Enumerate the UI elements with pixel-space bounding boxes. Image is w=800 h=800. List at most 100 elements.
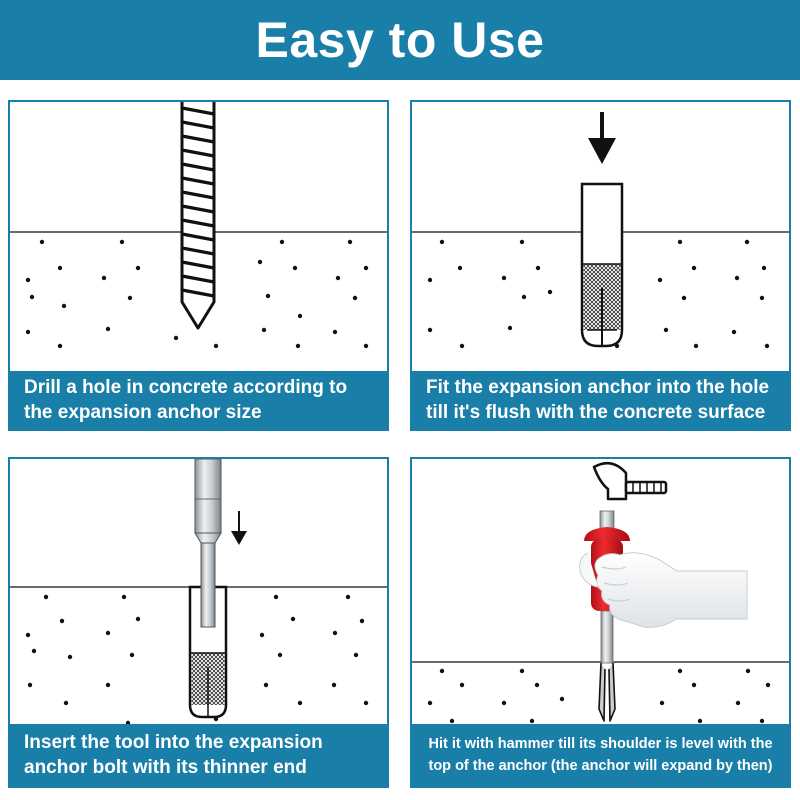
concrete-dot	[265, 293, 271, 299]
concrete-dot	[59, 618, 65, 624]
concrete-dots	[25, 239, 369, 349]
expansion-anchor-icon	[188, 585, 228, 719]
setting-tool-icon	[194, 459, 222, 628]
concrete-dot	[135, 265, 141, 271]
step-2-illustration	[412, 112, 789, 349]
concrete-dot	[681, 295, 687, 301]
step-panel-3: Insert the tool into the expansion ancho…	[8, 457, 389, 788]
step-1-illustration	[10, 102, 387, 349]
concrete-dot	[427, 327, 433, 333]
concrete-dot	[663, 327, 669, 333]
concrete-dot	[61, 303, 67, 309]
concrete-dot	[734, 275, 740, 281]
step-panel-1: Drill a hole in concrete according to th…	[8, 100, 389, 431]
concrete-dot	[261, 327, 267, 333]
concrete-dot	[765, 682, 771, 688]
concrete-dot	[290, 616, 296, 622]
step-4-illustration	[412, 461, 789, 724]
concrete-dot	[657, 277, 663, 283]
concrete-dot	[459, 682, 465, 688]
concrete-dots	[427, 668, 771, 724]
concrete-dot	[691, 682, 697, 688]
concrete-dot	[677, 668, 683, 674]
concrete-dot	[345, 594, 351, 600]
concrete-dot	[335, 275, 341, 281]
concrete-dot	[105, 682, 111, 688]
concrete-dot	[519, 239, 525, 245]
concrete-dot	[67, 654, 73, 660]
concrete-dot	[353, 652, 359, 658]
concrete-dot	[559, 696, 565, 702]
concrete-dot	[332, 630, 338, 636]
concrete-dots	[427, 239, 770, 349]
gloved-hand-icon	[579, 552, 748, 628]
concrete-dot	[691, 265, 697, 271]
concrete-dot	[693, 343, 699, 349]
concrete-dot	[43, 594, 49, 600]
concrete-dot	[331, 682, 337, 688]
hammer-icon	[592, 461, 668, 501]
concrete-dot	[457, 265, 463, 271]
step-2-caption-bar: Fit the expansion anchor into the hole t…	[412, 371, 789, 429]
concrete-dot	[25, 632, 31, 638]
step-3-illustration	[10, 459, 387, 726]
concrete-dot	[39, 239, 45, 245]
concrete-dot	[173, 335, 179, 341]
step-panel-4: Hit it with hammer till its shoulder is …	[410, 457, 791, 788]
concrete-dot	[129, 652, 135, 658]
concrete-dot	[501, 700, 507, 706]
concrete-dot	[659, 700, 665, 706]
step-4-caption: Hit it with hammer till its shoulder is …	[428, 736, 773, 774]
page-title: Easy to Use	[255, 12, 545, 68]
down-arrow-icon	[231, 511, 247, 545]
concrete-dot	[63, 700, 69, 706]
concrete-dot	[359, 618, 365, 624]
step-3-caption: Insert the tool into the expansion ancho…	[24, 732, 323, 778]
concrete-dot	[352, 295, 358, 301]
step-4-caption-bar: Hit it with hammer till its shoulder is …	[412, 724, 789, 786]
concrete-dot	[257, 259, 263, 265]
concrete-dot	[731, 329, 737, 335]
concrete-dot	[105, 326, 111, 332]
concrete-dot	[519, 668, 525, 674]
concrete-dot	[105, 630, 111, 636]
concrete-dot	[507, 325, 513, 331]
concrete-dot	[332, 329, 338, 335]
concrete-dot	[697, 718, 703, 724]
concrete-dot	[427, 700, 433, 706]
concrete-dot	[127, 295, 133, 301]
concrete-dot	[57, 265, 63, 271]
concrete-dot	[279, 239, 285, 245]
concrete-dot	[101, 275, 107, 281]
concrete-dot	[292, 265, 298, 271]
concrete-dot	[57, 343, 63, 349]
concrete-dot	[31, 648, 37, 654]
concrete-dot	[25, 329, 31, 335]
concrete-dot	[135, 616, 141, 622]
concrete-dot	[764, 343, 770, 349]
concrete-dot	[761, 265, 767, 271]
step-1-caption: Drill a hole in concrete according to th…	[24, 377, 348, 423]
step-2-caption: Fit the expansion anchor into the hole t…	[426, 377, 770, 423]
concrete-dot	[759, 718, 765, 724]
step-3-caption-bar: Insert the tool into the expansion ancho…	[10, 724, 387, 786]
concrete-dot	[29, 294, 35, 300]
concrete-dot	[297, 700, 303, 706]
concrete-dot	[745, 668, 751, 674]
concrete-dot	[534, 682, 540, 688]
concrete-dot	[25, 277, 31, 283]
step-1-caption-bar: Drill a hole in concrete according to th…	[10, 371, 387, 429]
concrete-dot	[297, 313, 303, 319]
concrete-dot	[449, 718, 455, 724]
concrete-dot	[119, 239, 125, 245]
concrete-dot	[213, 343, 219, 349]
concrete-dot	[759, 295, 765, 301]
concrete-dot	[295, 343, 301, 349]
concrete-dot	[744, 239, 750, 245]
concrete-dot	[521, 294, 527, 300]
concrete-dot	[277, 652, 283, 658]
concrete-dot	[459, 343, 465, 349]
concrete-dot	[439, 668, 445, 674]
expansion-anchor-icon	[580, 182, 624, 348]
concrete-dot	[273, 594, 279, 600]
